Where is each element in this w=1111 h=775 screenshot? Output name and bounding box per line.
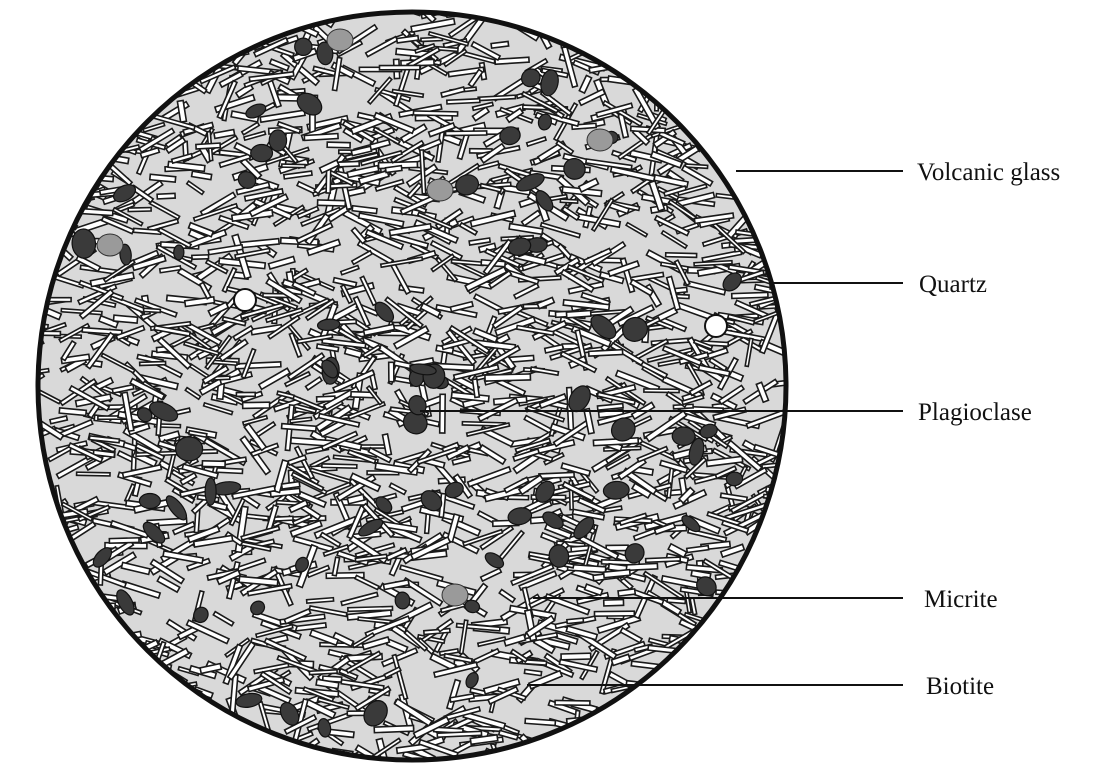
plagioclase-lath <box>77 472 110 476</box>
plagioclase-lath <box>566 310 591 317</box>
biotite-grain <box>251 144 273 162</box>
label-biotite: Biotite <box>926 673 994 700</box>
plagioclase-lath <box>128 208 151 212</box>
plagioclase-lath <box>235 362 281 369</box>
plagioclase-lath <box>491 41 509 48</box>
plagioclase-lath <box>495 57 529 64</box>
plagioclase-lath <box>732 292 768 298</box>
plagioclase-lath <box>202 461 225 467</box>
label-quartz: Quartz <box>919 271 987 298</box>
plagioclase-lath <box>534 741 556 751</box>
micrite-patch <box>442 584 468 606</box>
plagioclase-lath <box>318 200 346 206</box>
plagioclase-lath <box>236 392 255 396</box>
plagioclase-lath <box>354 761 395 771</box>
plagioclase-lath <box>485 374 531 381</box>
plagioclase-lath <box>113 315 137 323</box>
biotite-grain <box>395 592 411 610</box>
label-volcanic-glass: Volcanic glass <box>917 159 1060 186</box>
biotite-grain <box>205 478 216 505</box>
plagioclase-lath <box>389 362 394 381</box>
plagioclase-lath <box>594 611 634 616</box>
plagioclase-lath <box>322 464 357 468</box>
plagioclase-lath <box>243 402 270 408</box>
micrite-patch <box>587 129 613 151</box>
biotite-grain <box>139 493 160 508</box>
micrite-patch <box>427 179 453 201</box>
plagioclase-lath <box>374 726 413 733</box>
plagioclase-lath <box>304 134 338 141</box>
plagioclase-lath <box>589 350 623 356</box>
plagioclase-lath <box>666 253 697 258</box>
plagioclase-lath <box>437 731 481 737</box>
biotite-grain <box>269 130 287 152</box>
plagioclase-lath <box>338 161 359 166</box>
biotite-grain <box>672 427 695 446</box>
plagioclase-lath <box>539 472 574 478</box>
plagioclase-lath <box>646 557 681 562</box>
plagioclase-lath <box>447 99 480 104</box>
plagioclase-lath <box>560 199 577 203</box>
plagioclase-lath <box>109 538 139 543</box>
plagioclase-lath <box>144 308 161 312</box>
plagioclase-lath <box>644 389 679 393</box>
plagioclase-lath <box>192 255 209 259</box>
plagioclase-lath <box>213 360 237 365</box>
biotite-grain <box>174 245 185 260</box>
micrite-patch <box>327 29 353 51</box>
plagioclase-lath <box>379 65 419 69</box>
plagioclase-lath <box>548 735 580 741</box>
quartz-grain <box>705 315 727 337</box>
plagioclase-lath <box>282 164 305 168</box>
label-plagioclase: Plagioclase <box>918 399 1032 426</box>
plagioclase-lath <box>309 670 337 675</box>
plagioclase-lath <box>157 193 175 199</box>
plagioclase-lath <box>561 653 591 660</box>
plagioclase-lath <box>385 166 402 173</box>
plagioclase-lath <box>140 361 166 365</box>
plagioclase-lath <box>348 606 393 611</box>
plagioclase-lath <box>525 719 555 726</box>
micrite-patch <box>97 234 123 256</box>
plagioclase-lath <box>196 143 220 149</box>
plagioclase-lath <box>413 111 457 116</box>
plagioclase-lath <box>555 700 590 705</box>
plagioclase-lath <box>446 131 487 136</box>
biotite-grain <box>175 436 203 461</box>
plagioclase-lath <box>604 599 624 605</box>
plagioclase-lath <box>618 589 635 596</box>
plagioclase-lath <box>567 618 584 623</box>
quartz-grain <box>234 289 256 311</box>
plagioclase-lath <box>327 142 350 148</box>
plagioclase-lath <box>440 394 446 433</box>
label-micrite: Micrite <box>924 586 998 613</box>
